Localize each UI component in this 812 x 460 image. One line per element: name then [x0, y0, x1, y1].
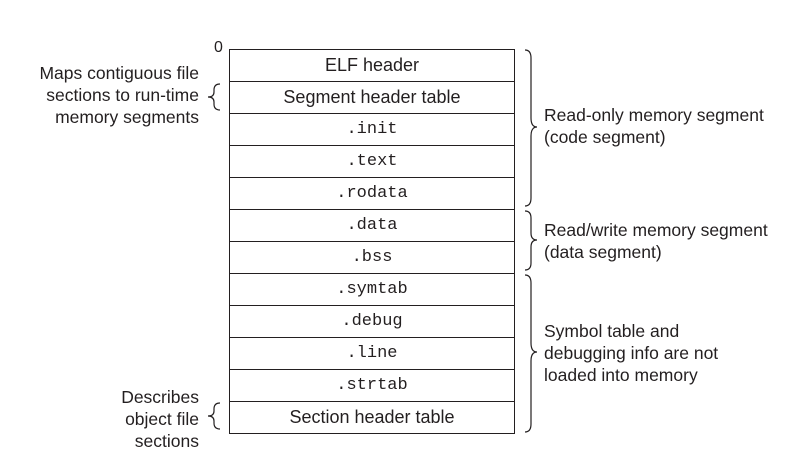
section-segment-header-table: Segment header table [230, 81, 514, 113]
right-brace-read-only [524, 49, 538, 207]
note-read-only-segment: Read-only memory segment (code segment) [544, 104, 764, 148]
section-bss: .bss [230, 241, 514, 273]
note-line: Maps contiguous file [39, 63, 199, 83]
note-line: debugging info are not [544, 343, 719, 363]
left-brace-segment-table [207, 83, 221, 111]
section-init: .init [230, 113, 514, 145]
note-line: memory segments [55, 107, 199, 127]
section-data: .data [230, 209, 514, 241]
section-line: .line [230, 337, 514, 369]
elf-sections-stack: ELF header Segment header table .init .t… [229, 49, 515, 434]
right-brace-read-write [524, 210, 538, 271]
note-line: Symbol table and [544, 321, 680, 341]
section-debug: .debug [230, 305, 514, 337]
note-line: sections to run-time [46, 85, 199, 105]
section-section-header-table: Section header table [230, 401, 514, 433]
note-line: (code segment) [544, 127, 666, 147]
note-section-table: Describes object file sections [121, 386, 199, 452]
note-line: loaded into memory [544, 365, 698, 385]
note-line: object file [125, 409, 199, 429]
note-line: Read-only memory segment [544, 105, 764, 125]
note-read-write-segment: Read/write memory segment (data segment) [544, 219, 768, 263]
note-line: sections [134, 431, 199, 451]
section-elf-header: ELF header [324, 55, 420, 75]
note-line: Read/write memory segment [544, 220, 768, 240]
note-line: (data segment) [544, 242, 662, 262]
origin-offset-label: 0 [214, 39, 223, 56]
note-symbol-debug-info: Symbol table and debugging info are not … [544, 320, 718, 386]
note-segment-table: Maps contiguous file sections to run-tim… [39, 62, 199, 128]
note-line: Describes [121, 387, 199, 407]
right-brace-symbol-debug [524, 274, 538, 433]
section-rodata: .rodata [230, 177, 514, 209]
section-text: .text [230, 145, 514, 177]
left-brace-section-table [207, 402, 221, 430]
section-symtab: .symtab [230, 273, 514, 305]
section-strtab: .strtab [230, 369, 514, 401]
